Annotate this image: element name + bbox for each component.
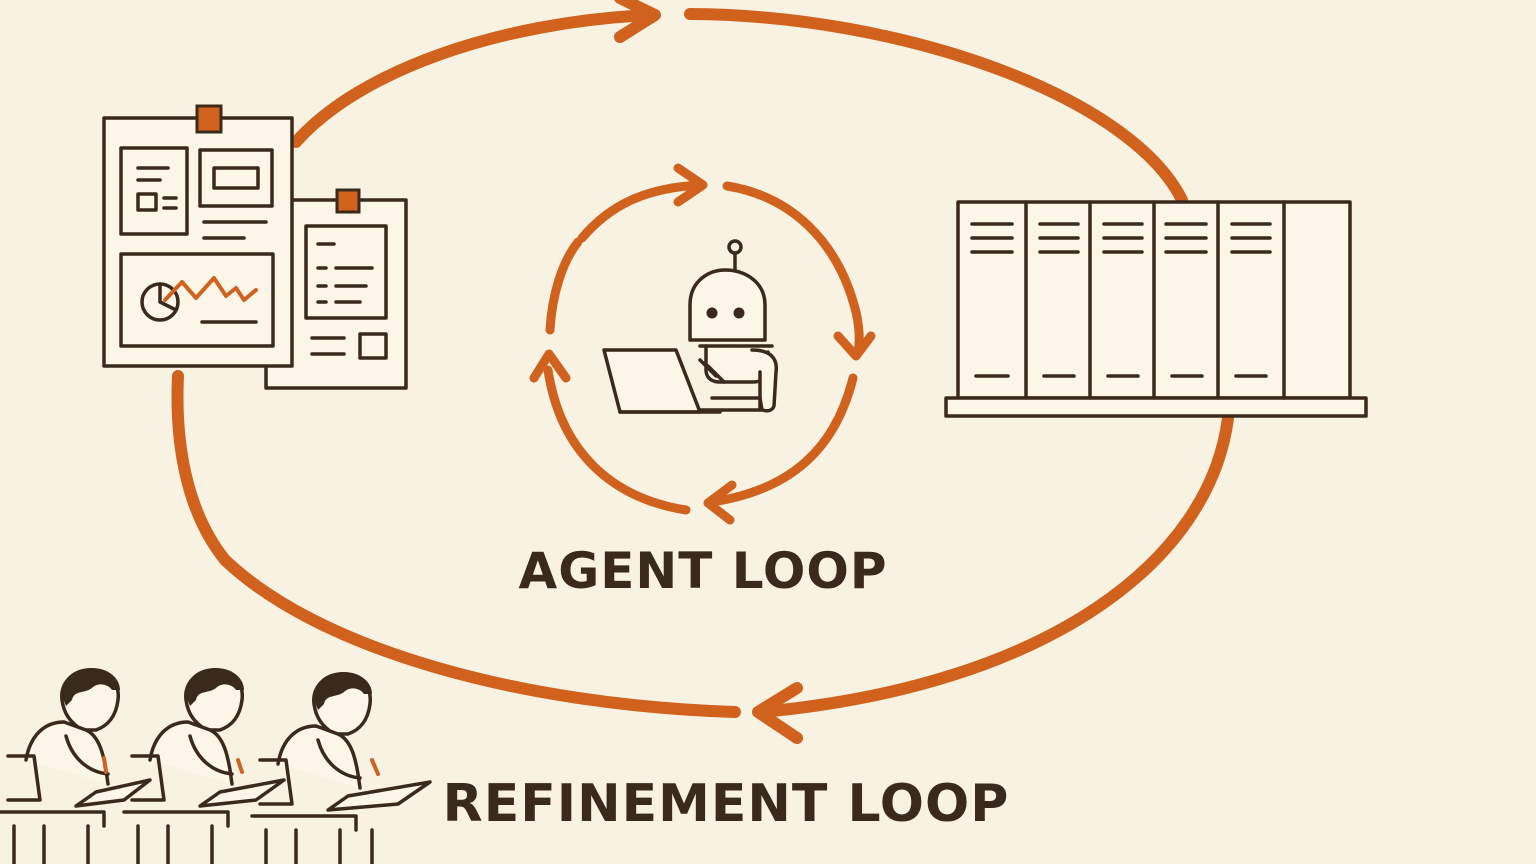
inner-loop-arrows — [529, 163, 876, 525]
laptop-icon — [602, 348, 722, 414]
server-rack-icon — [944, 200, 1368, 418]
refinement-loop-label: REFINEMENT LOOP — [443, 774, 1010, 834]
robot-icon — [688, 239, 779, 413]
documents-icon — [102, 104, 408, 390]
outer-loop-arrows — [171, 0, 1234, 744]
people-writing-icon — [0, 668, 432, 864]
agent-loop-label: AGENT LOOP — [519, 542, 888, 600]
